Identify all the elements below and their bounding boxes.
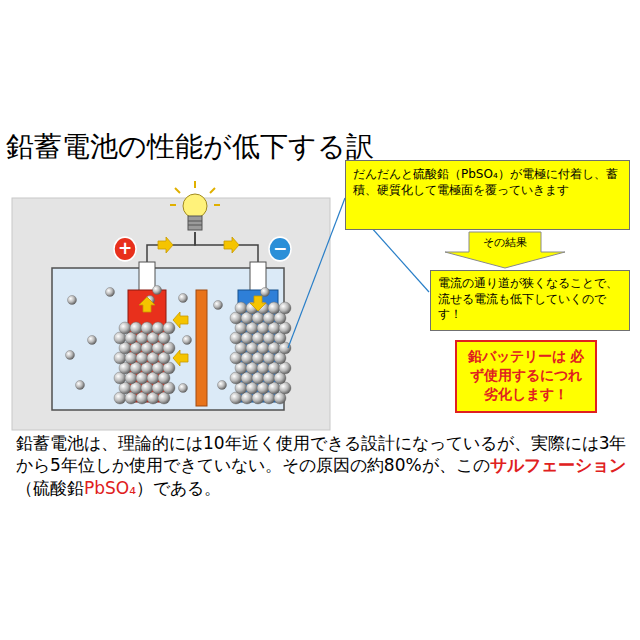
note-paragraph: 鉛蓄電池は、理論的には10年近く使用できる設計になっているが、実際には3年から5… bbox=[16, 432, 628, 499]
node-text: その結果 bbox=[445, 236, 565, 251]
current-arrows bbox=[139, 237, 266, 366]
particle bbox=[268, 302, 280, 314]
down-arrow: その結果 bbox=[445, 232, 565, 268]
note-text: ）である。 bbox=[136, 478, 221, 498]
title: 鉛蓄電池の性能が低下する訳 bbox=[6, 128, 374, 166]
particle bbox=[153, 286, 162, 295]
particle bbox=[141, 322, 153, 334]
particle bbox=[218, 381, 227, 390]
particle bbox=[279, 302, 291, 314]
node-text: 鉛バッテリーは 必ず使用するにつれ 劣化します！ bbox=[463, 347, 589, 404]
tank bbox=[52, 268, 284, 410]
node-text: − bbox=[268, 236, 292, 260]
terminal bbox=[250, 262, 266, 292]
warning-box: 鉛バッテリーは 必ず使用するにつれ 劣化します！ bbox=[455, 340, 597, 413]
note-text: （硫酸鉛 bbox=[16, 478, 84, 498]
particle bbox=[68, 296, 77, 305]
particle bbox=[235, 302, 247, 314]
lead-sulfate-particles bbox=[66, 286, 292, 405]
positive-terminal: + bbox=[113, 236, 137, 262]
particle bbox=[179, 384, 188, 393]
note-text: PbSO₄ bbox=[84, 478, 136, 498]
particle bbox=[261, 288, 270, 297]
particle bbox=[119, 322, 131, 334]
node-text: + bbox=[113, 236, 137, 260]
separator bbox=[196, 290, 207, 406]
wire bbox=[147, 232, 195, 264]
particle bbox=[152, 322, 164, 334]
particle bbox=[183, 336, 192, 345]
bulb bbox=[170, 181, 220, 230]
particle bbox=[66, 351, 75, 360]
leader-line bbox=[288, 198, 345, 348]
result-box: 電流の通り道が狭くなることで、流せる電流も低下していくのです！ bbox=[430, 270, 630, 331]
particle bbox=[88, 336, 97, 345]
negative-terminal: − bbox=[268, 236, 292, 262]
node-text: だんだんと硫酸鉛（PbSO₄）が電極に付着し、蓄積、硬質化して電極面を覆っていき… bbox=[353, 166, 622, 198]
particle bbox=[163, 322, 175, 334]
note-text: サルフェーション bbox=[490, 455, 626, 475]
particle bbox=[76, 381, 85, 390]
particle bbox=[130, 322, 142, 334]
wire bbox=[195, 232, 258, 264]
panel bbox=[12, 198, 330, 430]
particle bbox=[214, 301, 223, 310]
particle bbox=[179, 294, 188, 303]
node-text: 電流の通り道が狭くなることで、流せる電流も低下していくのです！ bbox=[438, 276, 622, 323]
callout-box: だんだんと硫酸鉛（PbSO₄）が電極に付着し、蓄積、硬質化して電極面を覆っていき… bbox=[345, 160, 630, 230]
positive-electrode bbox=[128, 290, 166, 402]
terminal bbox=[139, 262, 155, 292]
particle bbox=[106, 288, 115, 297]
